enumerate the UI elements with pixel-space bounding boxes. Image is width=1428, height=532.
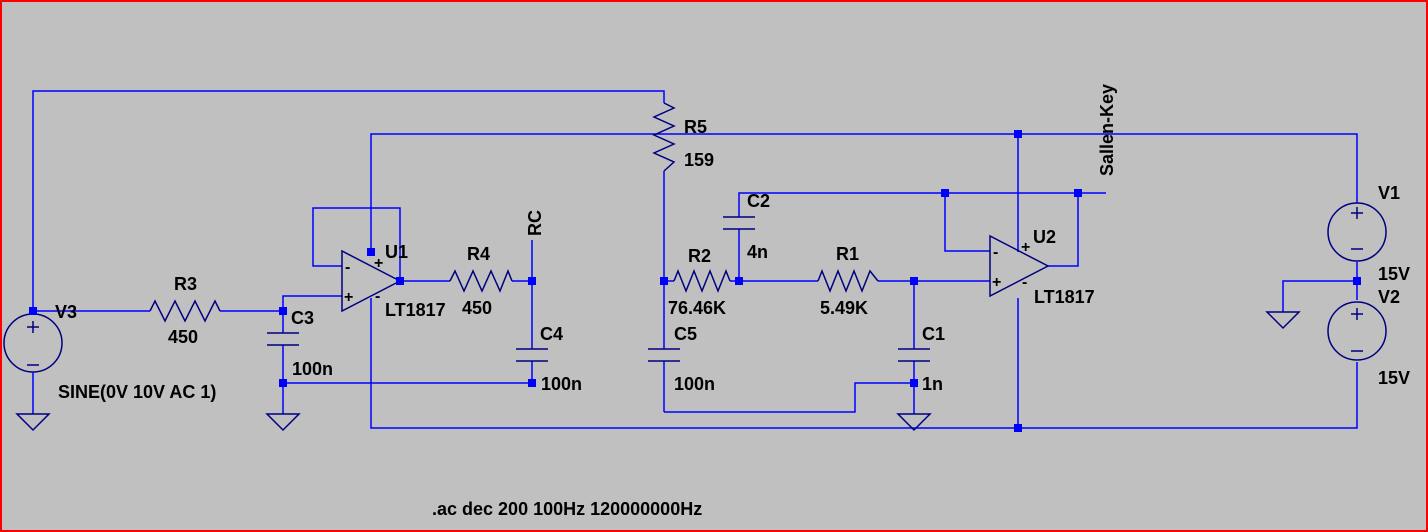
spice-directive[interactable]: .ac dec 200 100Hz 120000000Hz: [432, 499, 702, 519]
wires[interactable]: [32, 90, 1358, 429]
junction-dots: [29, 130, 1361, 432]
ground-icon: [1265, 311, 1301, 330]
component-V3[interactable]: V3 SINE(0V 10V AC 1): [3, 302, 216, 402]
C5-value: 100n: [674, 374, 715, 394]
component-R4[interactable]: R4 450: [449, 244, 513, 318]
component-R5[interactable]: R5 159: [652, 102, 714, 172]
V2-value: 15V: [1378, 368, 1410, 388]
component-R1[interactable]: R1 5.49K: [817, 244, 879, 318]
R5-value: 159: [684, 150, 714, 170]
V2-name: V2: [1378, 287, 1400, 307]
C2-name: C2: [747, 191, 770, 211]
U2-value: LT1817: [1034, 287, 1095, 307]
R4-value: 450: [462, 298, 492, 318]
component-C4[interactable]: C4 100n: [516, 324, 582, 394]
svg-text:-: -: [345, 259, 350, 276]
R2-name: R2: [688, 246, 711, 266]
U2-name: U2: [1033, 227, 1056, 247]
component-U2[interactable]: - + + - U2 LT1817: [989, 227, 1095, 307]
R1-value: 5.49K: [820, 298, 868, 318]
C4-value: 100n: [541, 374, 582, 394]
C5-name: C5: [674, 324, 697, 344]
V3-value: SINE(0V 10V AC 1): [58, 382, 216, 402]
component-C5[interactable]: C5 100n: [648, 324, 715, 394]
V1-name: V1: [1378, 183, 1400, 203]
svg-text:-: -: [375, 288, 380, 305]
ground-icon: [15, 400, 51, 432]
component-R3[interactable]: R3 450: [149, 274, 221, 347]
component-C2[interactable]: C2 4n: [723, 191, 770, 262]
R3-value: 450: [168, 327, 198, 347]
component-V2[interactable]: V2 15V: [1327, 287, 1410, 388]
R4-name: R4: [467, 244, 490, 264]
C3-name: C3: [291, 308, 314, 328]
component-V1[interactable]: V1 15V: [1327, 183, 1410, 284]
U1-value: LT1817: [385, 300, 446, 320]
ground-icon: [265, 413, 301, 432]
C3-value: 100n: [292, 359, 333, 379]
svg-text:+: +: [992, 274, 1001, 291]
svg-text:+: +: [1021, 239, 1030, 256]
component-C1[interactable]: C1 1n: [898, 324, 945, 394]
R1-name: R1: [836, 244, 859, 264]
net-label-sallen-key[interactable]: Sallen-Key: [1097, 84, 1117, 176]
component-U1[interactable]: - + + - U1 LT1817: [341, 242, 446, 320]
svg-text:-: -: [1022, 274, 1027, 291]
C2-value: 4n: [747, 242, 768, 262]
C4-name: C4: [540, 324, 563, 344]
component-C3[interactable]: C3 100n: [267, 308, 333, 379]
R3-name: R3: [174, 274, 197, 294]
net-label-rc[interactable]: RC: [525, 210, 545, 236]
svg-text:-: -: [993, 244, 998, 261]
U1-name: U1: [385, 242, 408, 262]
component-R2[interactable]: R2 76.46K: [668, 246, 731, 318]
V3-name: V3: [55, 302, 77, 322]
ground-icon: [896, 413, 932, 432]
C1-value: 1n: [922, 374, 943, 394]
V1-value: 15V: [1378, 264, 1410, 284]
R2-value: 76.46K: [668, 298, 726, 318]
ground-symbols: [15, 311, 1301, 432]
svg-text:+: +: [374, 255, 383, 272]
R5-name: R5: [684, 117, 707, 137]
svg-text:+: +: [344, 289, 353, 306]
C1-name: C1: [922, 324, 945, 344]
